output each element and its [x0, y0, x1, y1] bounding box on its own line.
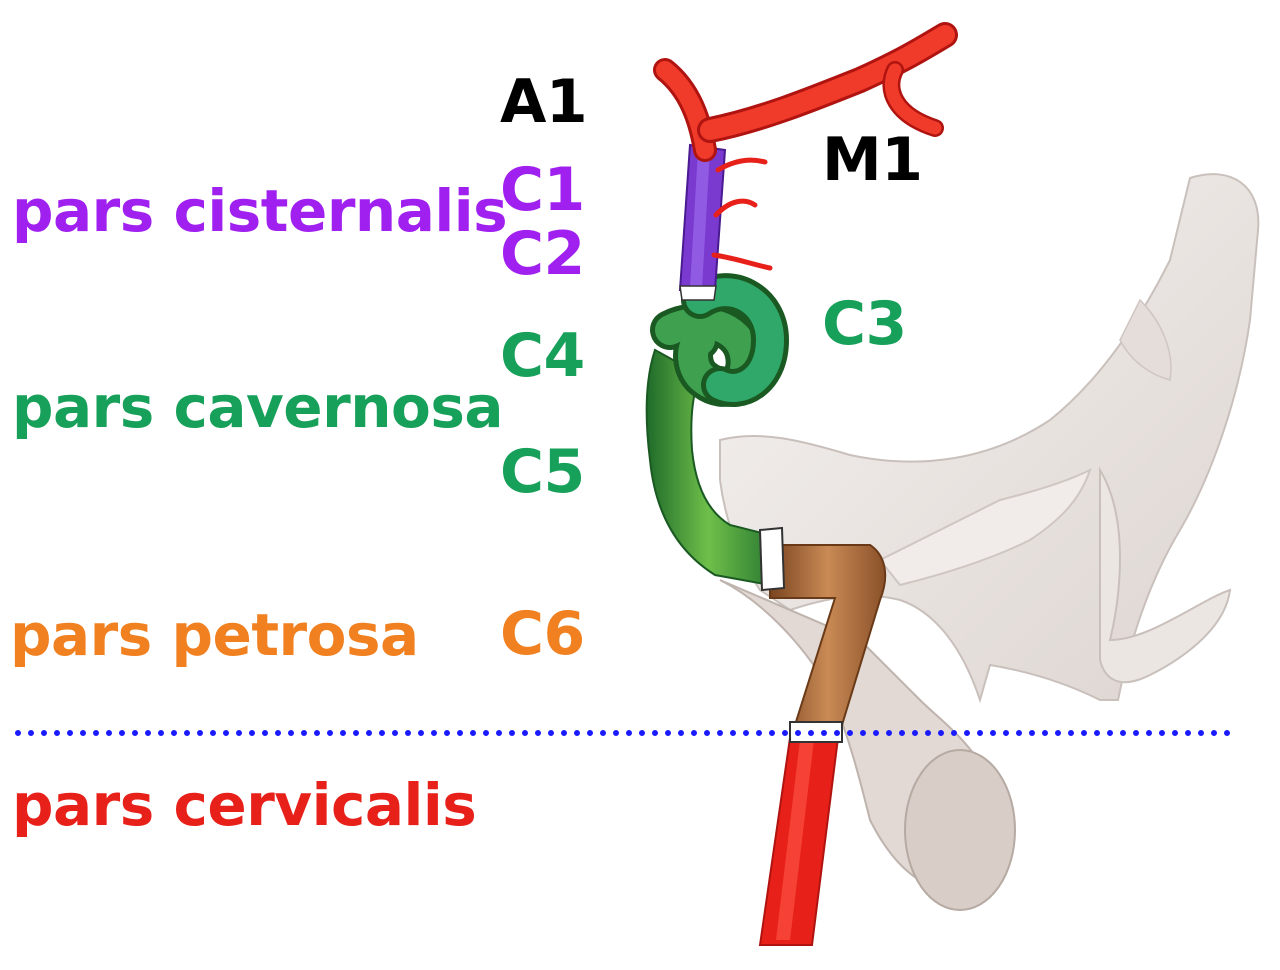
- label-c6: C6: [500, 599, 585, 669]
- petrous-segment: [769, 544, 887, 743]
- label-a1: A1: [500, 67, 588, 137]
- label-c2: C2: [500, 219, 585, 289]
- label-pars-cervicalis: pars cervicalis: [12, 771, 477, 839]
- label-c3: C3: [822, 289, 907, 359]
- label-c1: C1: [500, 155, 585, 225]
- cervical-segment: [758, 737, 840, 946]
- cavernous-segment: [645, 273, 790, 592]
- label-pars-petrosa: pars petrosa: [10, 601, 419, 669]
- cisternal-segment: [678, 143, 773, 301]
- label-pars-cisternalis: pars cisternalis: [12, 177, 508, 245]
- label-m1: M1: [822, 125, 923, 195]
- terminal-branches: [653, 22, 958, 162]
- label-c4: C4: [500, 321, 585, 391]
- label-c5: C5: [500, 437, 585, 507]
- label-pars-cavernosa: pars cavernosa: [12, 373, 504, 441]
